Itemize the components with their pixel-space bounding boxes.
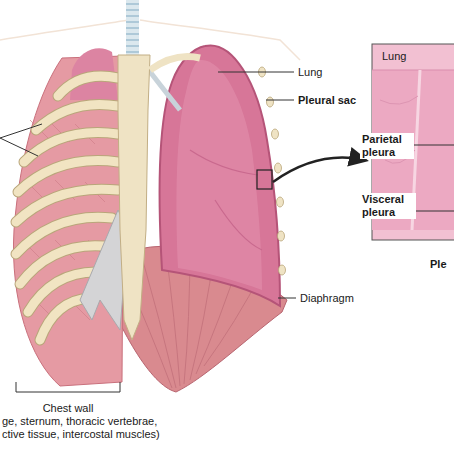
caption-label: ge, sternum, thoracic vertebrae, <box>2 415 157 428</box>
inset-label: Lung <box>382 50 406 63</box>
part-label: Pleural sac <box>298 94 356 107</box>
inset-caption: Ple <box>430 258 447 271</box>
part-label: Lung <box>298 66 322 79</box>
inset-label: Visceral pleura <box>360 193 416 219</box>
part-label: Diaphragm <box>300 292 354 305</box>
inset-label: Parietal pleura <box>360 133 414 159</box>
caption-label: Chest wall <box>43 402 94 415</box>
caption-label: ctive tissue, intercostal muscles) <box>2 428 160 441</box>
